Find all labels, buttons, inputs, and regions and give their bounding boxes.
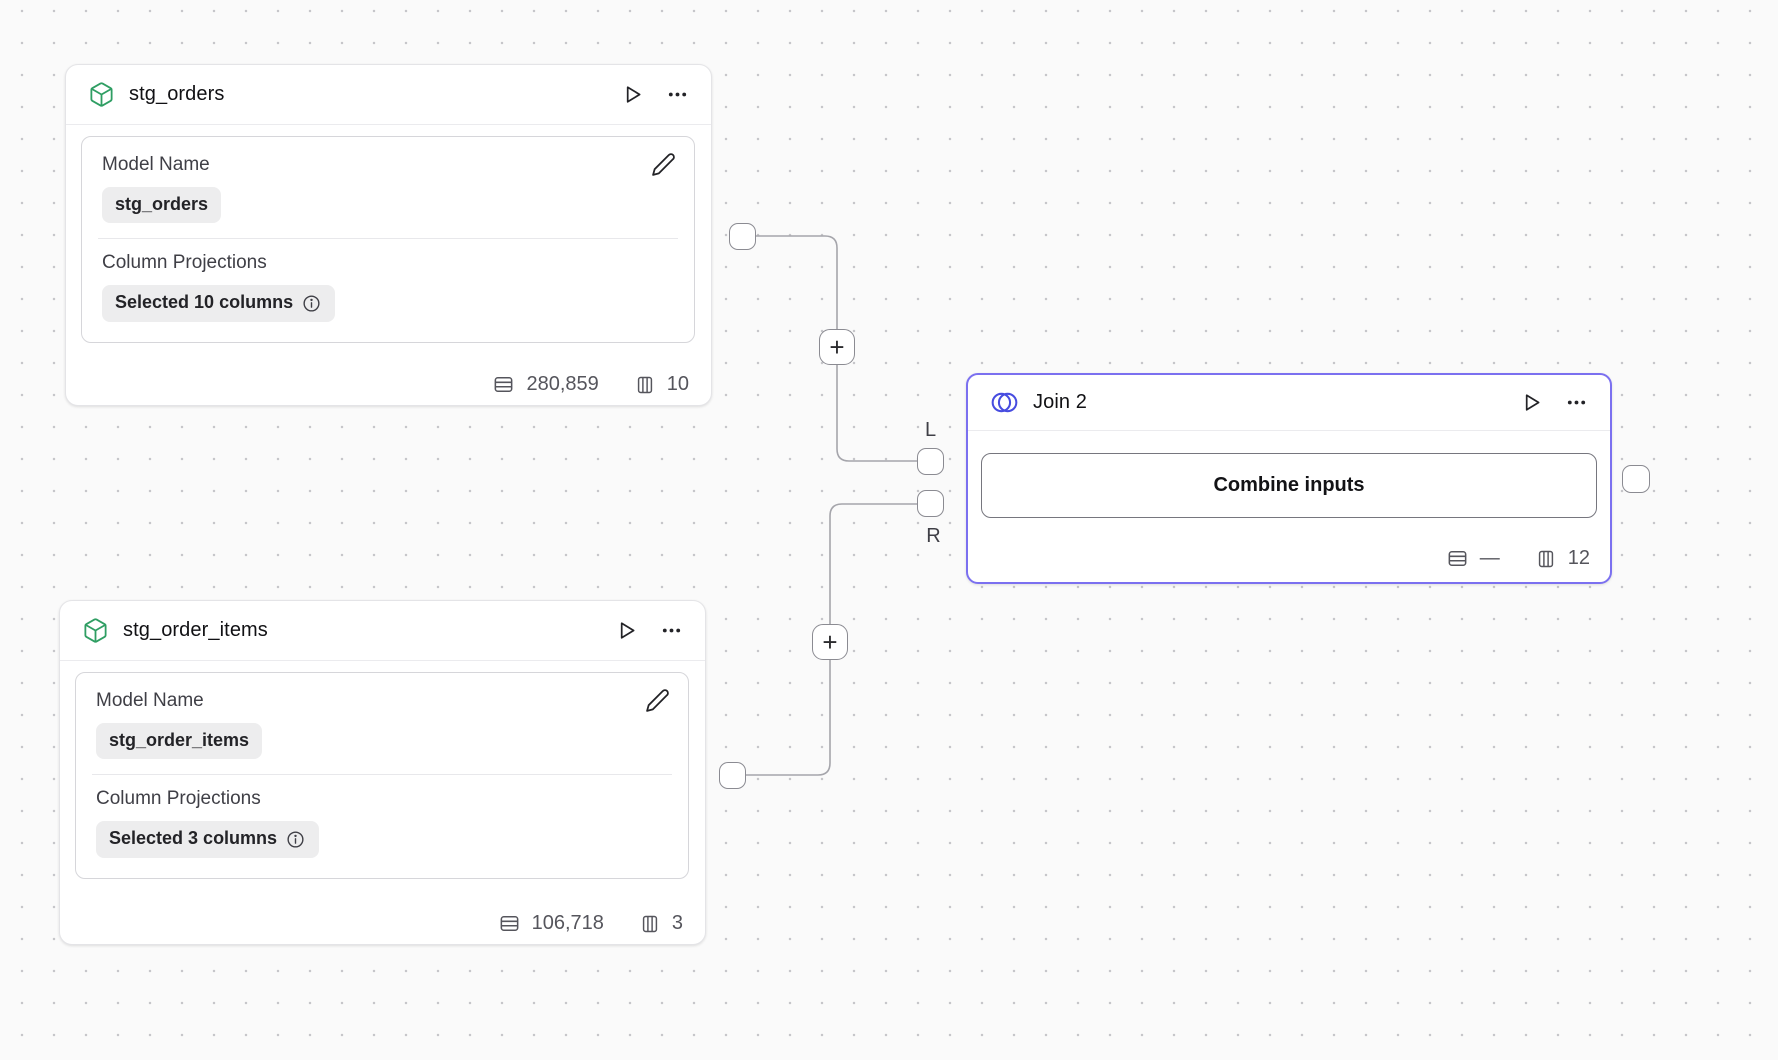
pencil-icon	[646, 689, 669, 712]
node-menu-button[interactable]	[660, 619, 683, 642]
row-count-icon	[500, 916, 518, 931]
output-port-stg-order-items[interactable]	[719, 762, 746, 789]
divider	[98, 237, 678, 239]
column-count-icon	[637, 376, 652, 393]
model-box-icon	[82, 617, 109, 644]
node-stats: 280,859 10	[492, 373, 689, 396]
node-stg-orders[interactable]: stg_orders Model Name stg_orders Column …	[65, 64, 712, 406]
run-node-button[interactable]	[615, 619, 638, 642]
row-count-icon	[1448, 551, 1467, 566]
node-join-2[interactable]: Join 2 Combine inputs — 12	[966, 373, 1612, 584]
output-port-stg-orders[interactable]	[729, 223, 756, 250]
column-count: 10	[666, 373, 689, 395]
join-icon	[990, 388, 1019, 417]
column-count-icon	[1538, 550, 1553, 567]
node-menu-button[interactable]	[1565, 391, 1588, 414]
column-count: 12	[1567, 547, 1590, 569]
column-projections-chip[interactable]: Selected 10 columns	[102, 284, 336, 322]
join-right-input-port[interactable]	[917, 490, 944, 517]
add-node-on-left-edge-button[interactable]: +	[819, 329, 855, 365]
row-count: 280,859	[526, 373, 599, 395]
ellipsis-icon	[1567, 400, 1586, 405]
node-title: stg_order_items	[123, 619, 268, 641]
join-left-input-port[interactable]	[917, 448, 944, 475]
combine-inputs-button[interactable]: Combine inputs	[981, 453, 1597, 518]
node-title: stg_orders	[129, 83, 225, 105]
column-count-icon	[642, 915, 658, 932]
run-node-button[interactable]	[621, 83, 644, 106]
info-icon[interactable]	[285, 829, 306, 850]
edit-model-name-button[interactable]	[645, 688, 670, 713]
play-icon	[620, 622, 635, 639]
ellipsis-icon	[662, 628, 681, 633]
column-projections-label: Column Projections	[102, 251, 267, 273]
column-projections-value: Selected 3 columns	[109, 828, 278, 849]
node-stats: — 12	[1446, 547, 1590, 570]
node-stg-order-items[interactable]: stg_order_items Model Name stg_order_ite…	[59, 600, 706, 945]
node-stats: 106,718 3	[498, 912, 683, 935]
play-icon	[626, 86, 641, 103]
edit-model-name-button[interactable]	[651, 152, 676, 177]
node-header: stg_orders	[66, 65, 711, 125]
model-box-icon	[88, 81, 115, 108]
node-config-card: Model Name stg_orders Column Projections…	[81, 136, 695, 343]
row-count-icon	[495, 377, 513, 392]
right-input-label: R	[926, 525, 941, 547]
node-config-card: Model Name stg_order_items Column Projec…	[75, 672, 689, 879]
output-port-join[interactable]	[1622, 465, 1650, 493]
node-title: Join 2	[1033, 391, 1087, 413]
column-projections-value: Selected 10 columns	[115, 292, 294, 313]
pencil-icon	[652, 153, 675, 176]
node-menu-button[interactable]	[666, 83, 689, 106]
node-header: Join 2	[968, 375, 1610, 431]
row-count: 106,718	[531, 912, 604, 934]
model-name-label: Model Name	[96, 690, 204, 711]
left-input-label: L	[924, 419, 937, 441]
model-name-chip: stg_orders	[102, 187, 222, 223]
model-name-chip: stg_order_items	[96, 723, 263, 759]
run-node-button[interactable]	[1520, 391, 1543, 414]
column-count: 3	[671, 912, 683, 934]
ellipsis-icon	[668, 92, 687, 97]
row-count: —	[1479, 547, 1500, 569]
add-node-on-right-edge-button[interactable]: +	[812, 624, 848, 660]
info-icon[interactable]	[301, 293, 322, 314]
model-name-label: Model Name	[102, 154, 210, 175]
play-icon	[1525, 394, 1540, 411]
node-header: stg_order_items	[60, 601, 705, 661]
divider	[92, 773, 672, 775]
column-projections-chip[interactable]: Selected 3 columns	[96, 820, 320, 858]
column-projections-label: Column Projections	[96, 787, 261, 809]
